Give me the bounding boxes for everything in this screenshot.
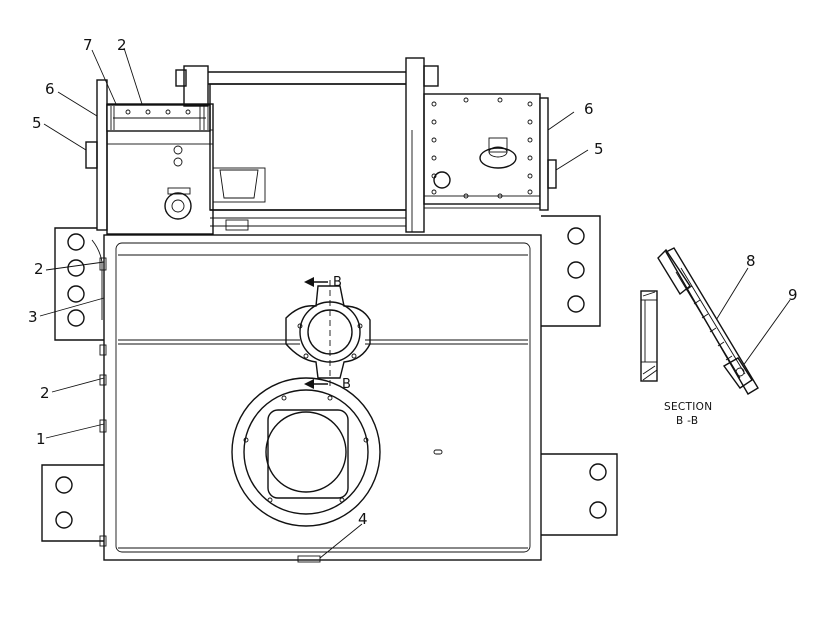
callout-2-low: 2 xyxy=(40,384,50,402)
section-title: SECTION xyxy=(664,401,712,413)
main-plate xyxy=(99,234,542,563)
left-upper-ear xyxy=(54,227,104,341)
section-letter-top: B xyxy=(333,275,342,290)
section-b-b-detail: SECTION B -B xyxy=(640,247,759,427)
callout-numbers: 7 2 6 5 6 5 2 3 2 1 4 8 9 xyxy=(28,36,798,528)
callout-6-left: 6 xyxy=(45,80,55,98)
callout-2-mid: 2 xyxy=(34,260,44,278)
callout-9: 9 xyxy=(788,286,798,304)
right-housing-bolts xyxy=(431,97,533,199)
section-letter-bottom: B xyxy=(342,377,351,392)
lower-bore xyxy=(231,377,443,527)
leader-lines xyxy=(39,47,791,559)
right-upper-ear xyxy=(541,215,601,327)
callout-3: 3 xyxy=(28,308,38,326)
left-lower-ear xyxy=(41,464,104,542)
callout-6-right: 6 xyxy=(584,100,594,118)
callout-1: 1 xyxy=(36,430,46,448)
center-boss xyxy=(285,280,371,386)
upper-frame xyxy=(85,57,557,235)
section-marker-top: B xyxy=(304,275,342,290)
callout-8: 8 xyxy=(746,252,756,270)
callout-4: 4 xyxy=(358,510,368,528)
callout-5-right: 5 xyxy=(594,140,604,158)
rod-hatching xyxy=(685,285,733,361)
callout-2-top: 2 xyxy=(117,36,127,54)
section-subtitle: B -B xyxy=(676,415,698,427)
right-lower-ear xyxy=(541,453,618,536)
callout-5-left: 5 xyxy=(32,114,42,132)
section-marker-bottom: B xyxy=(304,377,351,392)
callout-7: 7 xyxy=(83,36,93,54)
